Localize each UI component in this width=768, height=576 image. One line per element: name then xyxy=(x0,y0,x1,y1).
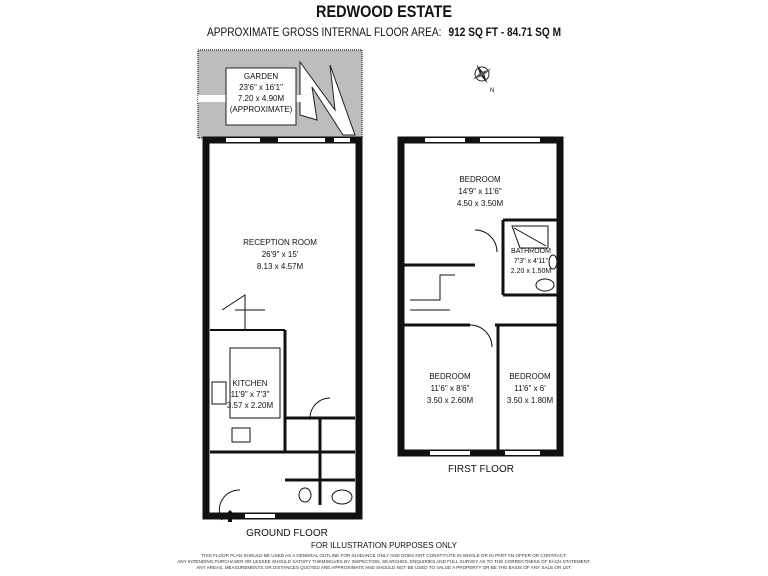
bedroom2-metric: 3.50 x 2.60M xyxy=(427,396,474,405)
kitchen-metric: 3.57 x 2.20M xyxy=(227,401,274,410)
ground-floor-plan xyxy=(202,136,363,521)
bedroom3-imperial: 11'6" x 6' xyxy=(514,384,546,393)
first-floor-plan xyxy=(397,136,564,457)
bedroom1-imperial: 14'9" x 11'6" xyxy=(458,187,501,196)
garden-note: (APPROXIMATE) xyxy=(230,105,293,114)
reception-metric: 8.13 x 4.57M xyxy=(257,262,304,271)
disclaimer: THIS FLOOR PLAN SHOULD BE USED AS A GENE… xyxy=(0,553,768,571)
bathroom-metric: 2.20 x 1.50M xyxy=(511,268,552,275)
kitchen-imperial: 11'9" x 7'3" xyxy=(231,390,270,399)
reception-name: RECEPTION ROOM xyxy=(243,238,317,247)
bedroom2-name: BEDROOM xyxy=(429,372,471,381)
bedroom1-name: BEDROOM xyxy=(459,175,501,184)
floor-area-label: APPROXIMATE GROSS INTERNAL FLOOR AREA: xyxy=(206,27,442,39)
garden-name: GARDEN xyxy=(244,72,278,81)
bedroom2-imperial: 11'6" x 8'6" xyxy=(431,384,470,393)
floor-area-value: 912 SQ FT - 84.71 SQ M xyxy=(448,27,562,39)
bathroom-imperial: 7'3" x 4'11" xyxy=(514,258,548,265)
ground-floor-label: GROUND FLOOR xyxy=(246,528,328,539)
entrance-arrow-icon xyxy=(224,510,236,522)
garden: GARDEN 23'6" x 16'1" 7.20 x 4.90M (APPRO… xyxy=(197,49,363,139)
compass-rose-icon: N xyxy=(472,64,494,94)
bedroom1-metric: 4.50 x 3.50M xyxy=(457,199,504,208)
illustration-note: FOR ILLUSTRATION PURPOSES ONLY xyxy=(311,541,457,550)
reception-imperial: 26'9" x 15' xyxy=(262,250,299,259)
garden-imperial: 23'6" x 16'1" xyxy=(239,83,283,92)
first-floor-label: FIRST FLOOR xyxy=(448,464,514,475)
kitchen-name: KITCHEN xyxy=(232,379,267,388)
disclaimer-line: ANY INTENDING PURCHASER OR LESSEE SHOULD… xyxy=(177,559,591,564)
disclaimer-line: ANY AREAS, MEASUREMENTS OR DISTANCES QUO… xyxy=(196,565,572,570)
svg-text:N: N xyxy=(490,88,494,94)
garden-metric: 7.20 x 4.90M xyxy=(238,94,285,103)
disclaimer-line: THIS FLOOR PLAN SHOULD BE USED AS A GENE… xyxy=(201,553,567,558)
page-title: REDWOOD ESTATE xyxy=(316,2,452,21)
bathroom-name: BATHROOM xyxy=(511,248,551,255)
bedroom3-metric: 3.50 x 1.80M xyxy=(507,396,554,405)
bedroom3-name: BEDROOM xyxy=(509,372,551,381)
floor-area: APPROXIMATE GROSS INTERNAL FLOOR AREA: 91… xyxy=(46,27,722,39)
